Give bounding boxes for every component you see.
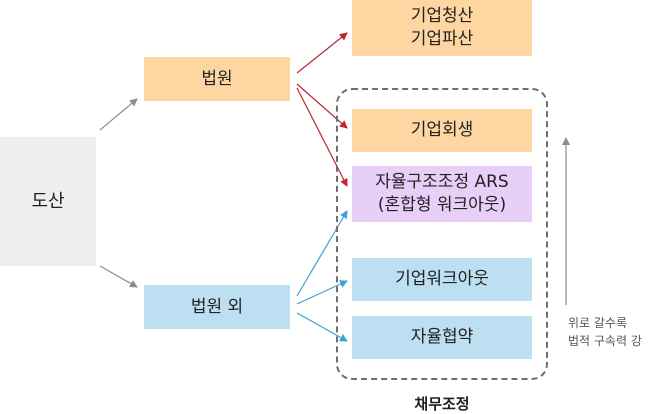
node-liquidation-line-2: 기업파산 [410, 29, 474, 49]
arrow-out-of-court-to-workout [296, 280, 348, 305]
node-ars-line-2: (혼합형 워크아웃) [377, 195, 507, 215]
arrow-court-to-liquidation [296, 32, 348, 74]
legal-force-axis-note: 위로 갈수록 법적 구속력 강 [568, 314, 657, 350]
arrow-out-of-court-to-ars [296, 210, 348, 297]
debt-adjustment-group-frame [336, 88, 548, 380]
debt-adjustment-group-label: 채무조정 [414, 395, 470, 413]
arrow-court-to-ars [296, 87, 348, 187]
arrow-origin-to-out-of-court [99, 265, 138, 288]
node-rehabilitation-label: 기업회생 [410, 120, 474, 140]
node-workout: 기업워크아웃 [352, 258, 532, 301]
node-liquidation: 기업청산 기업파산 [352, 0, 532, 56]
node-ars: 자율구조조정 ARS (혼합형 워크아웃) [352, 166, 532, 222]
node-rehabilitation: 기업회생 [352, 109, 532, 152]
arrow-origin-to-court [99, 98, 138, 131]
node-court: 법원 [144, 57, 290, 101]
node-out-of-court: 법원 외 [144, 285, 290, 329]
node-ars-line-1: 자율구조조정 ARS [375, 172, 509, 192]
node-voluntary-agreement-label: 자율협약 [410, 327, 474, 347]
node-out-of-court-label: 법원 외 [190, 296, 244, 317]
arrow-out-of-court-to-agreement [296, 312, 348, 342]
node-voluntary-agreement: 자율협약 [352, 316, 532, 359]
axis-note-line-1: 위로 갈수록 [568, 316, 628, 330]
node-liquidation-line-1: 기업청산 [410, 6, 474, 26]
node-bankruptcy: 도산 [0, 137, 96, 266]
arrow-court-to-rehabilitation [296, 83, 348, 129]
axis-note-line-2: 법적 구속력 강 [568, 334, 642, 348]
node-bankruptcy-label: 도산 [31, 191, 65, 212]
node-workout-label: 기업워크아웃 [395, 269, 489, 289]
node-court-label: 법원 [201, 68, 233, 89]
